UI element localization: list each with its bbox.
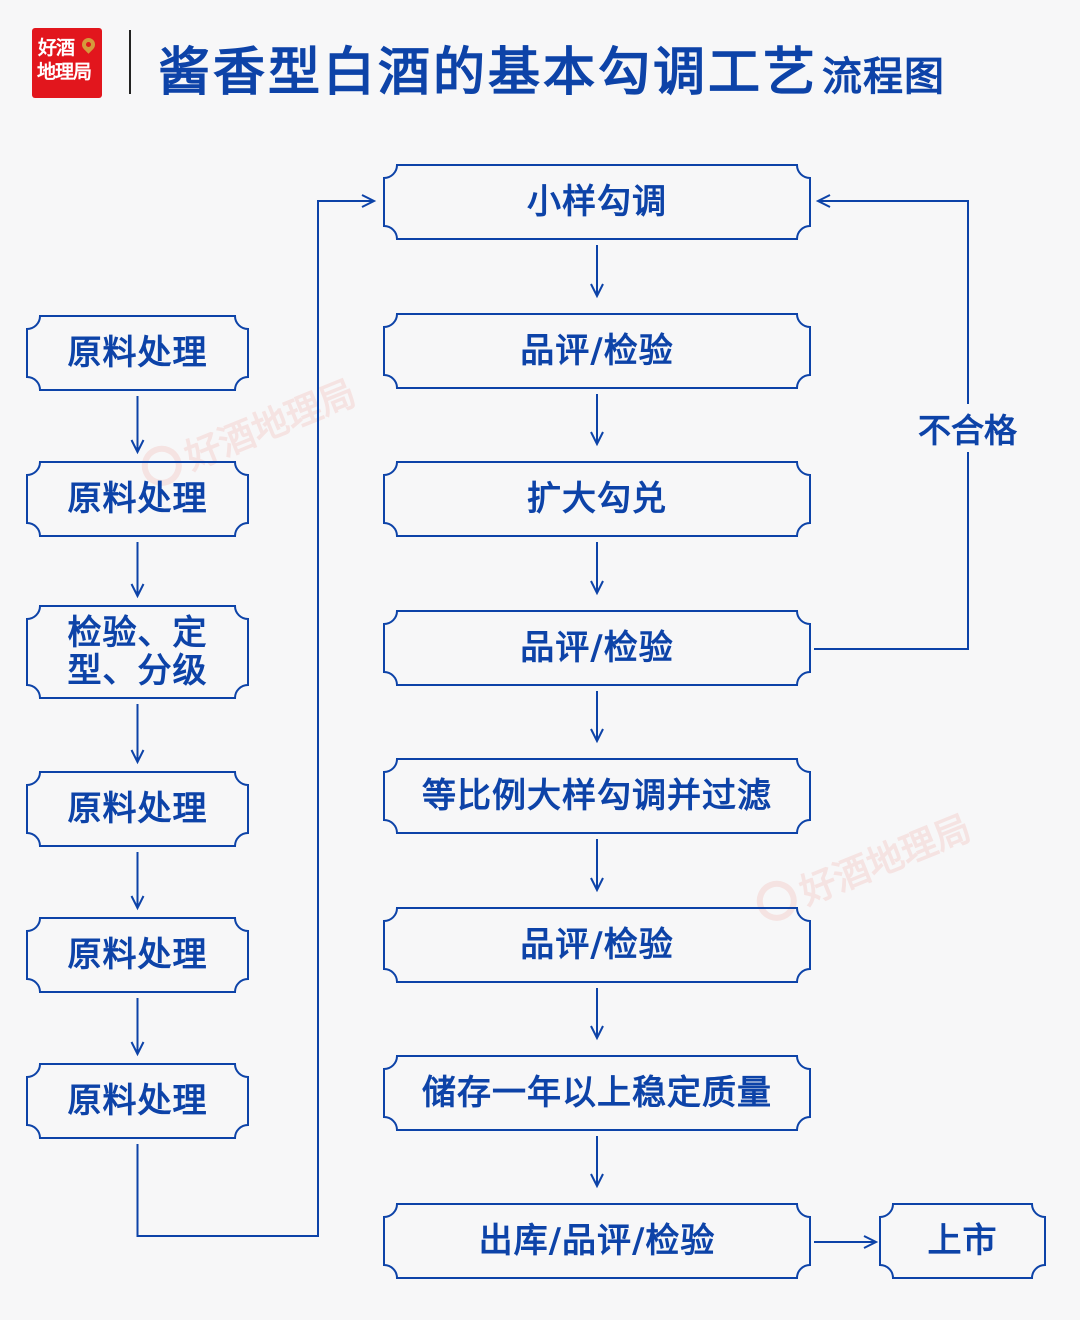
page-title: 酱香型白酒的基本勾调工艺 流程图 [158, 30, 946, 103]
center-step-6: 品评/检验 [384, 908, 810, 982]
step-label: 储存一年以上稳定质量 [422, 1073, 772, 1113]
arrow-head-down-icon [590, 1173, 604, 1189]
node-frame-C0 [383, 164, 811, 240]
step-label: 扩大勾兑 [527, 479, 667, 519]
node-frame-C5 [383, 907, 811, 983]
node-frame-C4 [383, 758, 811, 834]
step-label: 原料处理 [67, 479, 208, 519]
step-label: 品评/检验 [520, 925, 674, 965]
title-divider [129, 30, 131, 94]
center-step-5: 等比例大样勾调并过滤 [384, 759, 810, 833]
left-step-6: 原料处理 [27, 1064, 248, 1138]
step-label: 品评/检验 [520, 331, 674, 371]
node-frame-L4 [26, 917, 249, 993]
left-step-3: 检验、定 型、分级 [27, 606, 248, 698]
arrow-head-down-icon [590, 728, 604, 744]
step-label: 上市 [927, 1221, 998, 1261]
step-label: 检验、定 型、分级 [68, 614, 208, 690]
node-frame-C6 [383, 1055, 811, 1131]
node-frame-F0 [879, 1203, 1046, 1279]
arrow-head-left-icon [815, 194, 831, 208]
arrow-head-down-icon [130, 895, 145, 911]
center-step-1: 小样勾调 [384, 165, 810, 239]
node-frame-C7 [383, 1203, 811, 1279]
center-step-3: 扩大勾兑 [384, 462, 810, 536]
arrow-head-down-icon [130, 1041, 145, 1057]
step-label-line2: 型、分级 [67, 651, 208, 691]
left-step-4: 原料处理 [27, 772, 248, 846]
final-step: 上市 [880, 1204, 1045, 1278]
step-label: 品评/检验 [520, 628, 674, 668]
node-frame-L3 [26, 771, 249, 847]
feedback-loop-label: 不合格 [905, 404, 1030, 452]
page-title-sub: 流程图 [822, 53, 946, 100]
node-frame-C2 [383, 461, 811, 537]
arrow-head-down-icon [590, 580, 604, 596]
arrow-head-down-icon [590, 283, 604, 299]
left-step-5: 原料处理 [27, 918, 248, 992]
connector-left-to-center [136, 200, 374, 1237]
center-step-8: 出库/品评/检验 [384, 1204, 810, 1278]
center-step-2: 品评/检验 [384, 314, 810, 388]
arrow-head-down-icon [130, 439, 145, 455]
arrow-head-down-icon [590, 877, 604, 893]
node-frame-C1 [383, 313, 811, 389]
arrow-head-down-icon [130, 749, 145, 765]
node-frame-L2 [26, 605, 249, 699]
node-frame-L0 [26, 315, 249, 391]
arrow-head-down-icon [590, 431, 604, 447]
center-step-7: 储存一年以上稳定质量 [384, 1056, 810, 1130]
brand-logo: 好酒 地理局 [32, 28, 102, 98]
step-label: 原料处理 [67, 789, 208, 829]
step-label: 等比例大样勾调并过滤 [422, 776, 772, 816]
step-label: 出库/品评/检验 [478, 1221, 716, 1261]
page-title-main: 酱香型白酒的基本勾调工艺 [158, 42, 819, 103]
center-step-4: 品评/检验 [384, 611, 810, 685]
step-label: 原料处理 [67, 333, 208, 373]
arrow-head-down-icon [590, 1025, 604, 1041]
step-label: 原料处理 [67, 935, 208, 975]
arrow-head-right-icon [863, 1235, 879, 1249]
step-label-line1: 检验、定 [67, 613, 208, 653]
left-step-2: 原料处理 [27, 462, 248, 536]
left-step-1: 原料处理 [27, 316, 248, 390]
logo-text-line2: 地理局 [37, 61, 92, 83]
node-frame-L5 [26, 1063, 249, 1139]
step-label: 原料处理 [67, 1081, 208, 1121]
node-frame-L1 [26, 461, 249, 537]
node-frame-C3 [383, 610, 811, 686]
arrow-head-down-icon [130, 583, 145, 599]
arrow-head-right-icon [361, 194, 377, 208]
step-label: 小样勾调 [527, 182, 667, 222]
logo-text-line1: 好酒 [38, 37, 75, 59]
